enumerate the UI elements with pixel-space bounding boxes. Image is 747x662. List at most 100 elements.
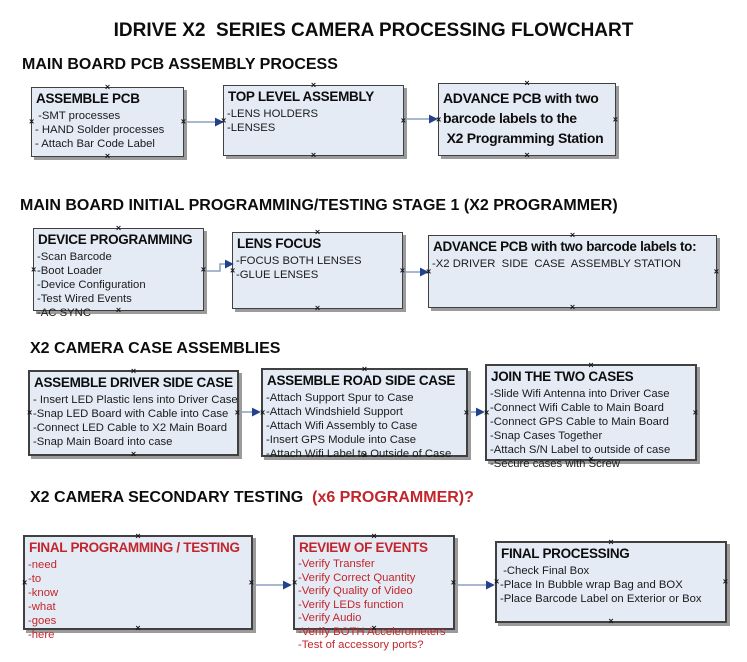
connection-handle-top: × (310, 80, 317, 90)
connection-handle-top: × (115, 223, 122, 233)
connection-handle-left: × (31, 264, 37, 274)
box-item-list: -FOCUS BOTH LENSES -GLUE LENSES (233, 253, 402, 282)
flow-arrow (205, 259, 234, 272)
box-item: -Connect LED Cable to X2 Main Board (33, 422, 228, 434)
box-item-list: -Check Final Box -Place In Bubble wrap Ba… (497, 563, 725, 606)
box-title: LENS FOCUS (237, 236, 322, 251)
box-item: -Slide Wifi Antenna into Driver Case (490, 388, 670, 400)
heading-red-part: (x6 PROGRAMMER)? (312, 489, 474, 506)
box-review-of-events[interactable]: REVIEW OF EVENTS -Verify Transfer-Verify… (292, 532, 456, 652)
box-item: -Place In Bubble wrap Bag and BOX (500, 579, 683, 591)
box-advance-pcb-driver-side-station[interactable]: ADVANCE PCB with two barcode labels to: … (426, 230, 719, 312)
connection-handle-right: × (180, 116, 186, 127)
box-item-list: -SMT processes - HAND Solder processes - A… (32, 108, 183, 151)
box-item-list: - Insert LED Plastic lens into Driver Ca… (30, 392, 238, 449)
box-item: -know (28, 587, 59, 599)
connection-handle-right: × (463, 407, 469, 417)
box-top-level-assembly[interactable]: TOP LEVEL ASSEMBLY -LENS HOLDERS-LENSES … (221, 80, 406, 160)
box-item: -FOCUS BOTH LENSES (236, 255, 362, 267)
box-item: -Insert GPS Module into Case (266, 434, 417, 446)
box-lens-focus[interactable]: LENS FOCUS -FOCUS BOTH LENSES -GLUE LENSE… (230, 227, 405, 313)
connection-handle-top: × (130, 366, 137, 376)
box-item: -here (28, 629, 55, 641)
connection-handle-left: × (27, 407, 33, 418)
section-heading-pcb-assembly: MAIN BOARD PCB ASSEMBLY PROCESS (22, 56, 338, 73)
connection-handle-left: × (426, 266, 432, 276)
connection-handle-left: × (22, 577, 28, 587)
box-item: - HAND Solder processes (35, 124, 165, 136)
box-item: -Verify Correct Quantity (298, 571, 416, 584)
connection-handle-bottom: × (371, 623, 377, 633)
box-item: -AC SYNC (37, 307, 91, 319)
box-final-processing[interactable]: FINAL PROCESSING -Check Final Box -Place … (494, 538, 728, 626)
box-title: DEVICE PROGRAMMING (38, 232, 193, 247)
box-item: -Attach Support Spur to Case (266, 392, 414, 404)
box-item-list: -Attach Support Spur to Case -Attach Wind… (263, 390, 466, 461)
box-title: JOIN THE TWO CASES (491, 369, 634, 384)
box-title: ADVANCE PCB with two barcode labels to t… (443, 90, 604, 146)
box-item-list: -LENS HOLDERS-LENSES (224, 106, 403, 135)
connection-handle-left: × (260, 407, 266, 417)
box-item: -LENS HOLDERS (227, 108, 319, 120)
box-item: -Scan Barcode (37, 251, 112, 263)
box-item: -what (28, 601, 56, 613)
box-item: -Test of accessory ports? (298, 639, 424, 651)
box-assemble-driver-side-case[interactable]: ASSEMBLE DRIVER SIDE CASE - Insert LED P… (27, 366, 240, 459)
connection-handle-bottom: × (361, 450, 368, 460)
connection-handle-bottom: × (588, 454, 594, 464)
box-item: -Snap LED Board with Cable into Case (33, 408, 229, 420)
connection-handle-right: × (450, 577, 456, 587)
box-item-list: -need-to-know-what-goes-here (25, 557, 251, 642)
box-item: -SMT processes (35, 110, 121, 122)
connection-handle-bottom: × (524, 150, 530, 160)
box-item: -Test Wired Events (37, 293, 132, 305)
box-title: FINAL PROCESSING (501, 546, 630, 561)
connection-handle-bottom: × (104, 151, 111, 161)
box-item: -Place Barcode Label on Exterior or Box (500, 593, 702, 605)
box-item: - Insert LED Plastic lens into Driver Ca… (33, 394, 238, 406)
connection-handle-top: × (135, 531, 141, 541)
box-item: -Verify BOTH Accelerometers (298, 625, 446, 638)
box-advance-pcb-programming-station[interactable]: ADVANCE PCB with two barcode labels to t… (436, 79, 618, 160)
connection-handle-bottom: × (310, 150, 317, 160)
connection-handle-top: × (569, 230, 576, 240)
box-item: -Attach S/N Label to outside of case (490, 444, 671, 456)
box-item: -Attach Wifi Assembly to Case (266, 420, 418, 432)
box-item-list: -Scan Barcode-Boot Loader-Device Configu… (34, 249, 203, 320)
box-assemble-road-side-case[interactable]: ASSEMBLE ROAD SIDE CASE -Attach Support … (260, 365, 469, 461)
box-final-programming-testing[interactable]: FINAL PROGRAMMING / TESTING -need-to-kno… (22, 531, 254, 642)
box-device-programming[interactable]: DEVICE PROGRAMMING -Scan Barcode-Boot Lo… (31, 223, 206, 320)
box-assemble-pcb[interactable]: ASSEMBLE PCB -SMT processes - HAND Solder… (29, 82, 186, 161)
connection-handle-left: × (221, 115, 227, 125)
box-join-the-two-cases[interactable]: JOIN THE TWO CASES -Slide Wifi Antenna i… (484, 361, 698, 471)
connection-handle-left: × (494, 576, 500, 587)
connection-handle-right: × (612, 114, 618, 124)
box-item: -Connect GPS Cable to Main Board (490, 416, 669, 428)
connection-handle-top: × (314, 227, 321, 237)
box-item: - Attach Bar Code Label (35, 138, 155, 150)
connection-handle-right: × (692, 407, 698, 417)
section-heading-initial-programming: MAIN BOARD INITIAL PROGRAMMING/TESTING S… (20, 197, 618, 214)
box-item: -Snap Cases Together (490, 430, 603, 442)
box-title: ASSEMBLE PCB (36, 91, 140, 106)
box-title: ADVANCE PCB with two barcode labels to: (433, 239, 697, 254)
connection-handle-left: × (436, 114, 442, 124)
connection-handle-right: × (200, 264, 206, 274)
section-heading-secondary-testing: X2 CAMERA SECONDARY TESTING (x6 PROGRAMM… (30, 489, 474, 507)
box-item: -Check Final Box (500, 565, 590, 577)
connection-handle-right: × (399, 265, 405, 275)
connection-handle-bottom: × (314, 303, 321, 313)
connection-handle-left: × (484, 407, 490, 417)
connection-handle-right: × (248, 577, 254, 587)
page-title: IDRIVE X2 SERIES CAMERA PROCESSING FLOWC… (113, 20, 634, 41)
box-item: -Verify LEDs function (298, 598, 404, 611)
connection-handle-right: × (400, 115, 406, 125)
connection-handle-left: × (292, 577, 298, 587)
box-item: -Attach Windshield Support (266, 406, 403, 418)
box-item: -X2 DRIVER SIDE CASE ASSEMBLY STATION (432, 258, 682, 270)
box-item: -GLUE LENSES (236, 269, 319, 281)
connection-handle-top: × (104, 82, 111, 92)
box-item: -Verify Quality of Video (298, 585, 413, 597)
connection-handle-bottom: × (135, 623, 141, 633)
